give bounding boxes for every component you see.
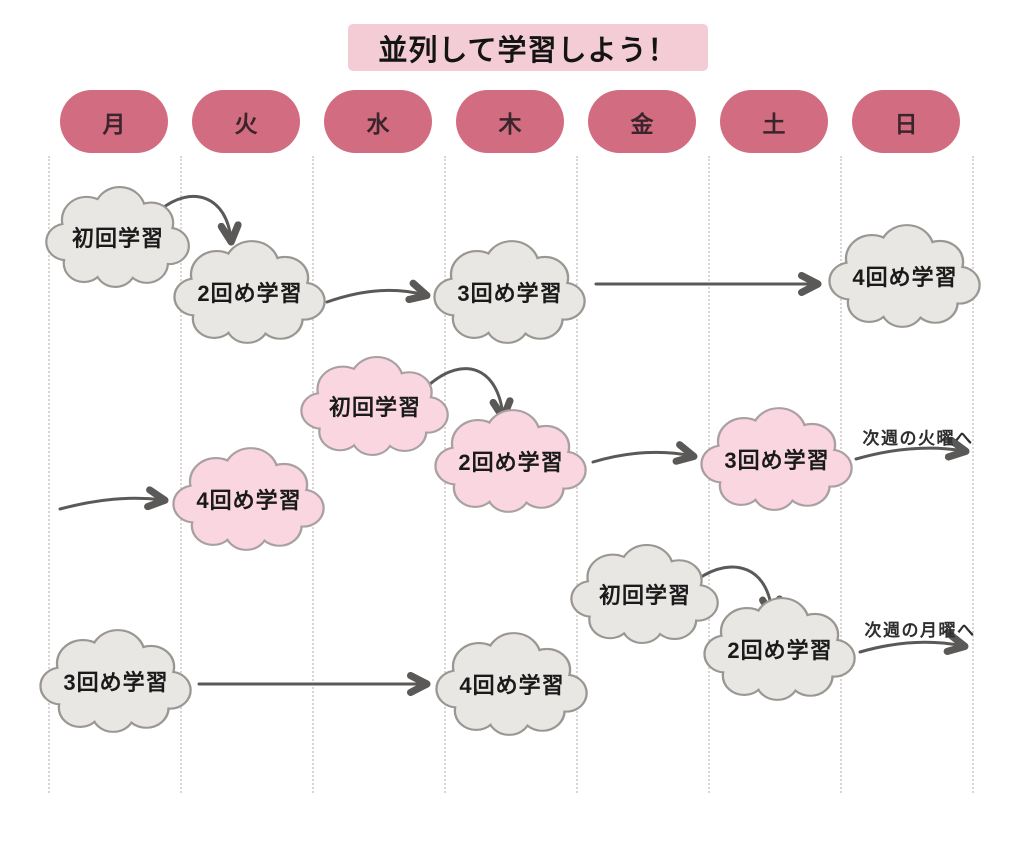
cloud-label: 初回学習: [328, 395, 421, 420]
cloud-label: 2回め学習: [727, 638, 833, 663]
column-divider: [972, 156, 974, 793]
cloud-label: 3回め学習: [457, 281, 563, 306]
day-header-wednesday: 水: [324, 90, 432, 153]
cloud-row3-study4: 4回め学習: [433, 630, 591, 738]
cloud-label: 4回め学習: [852, 265, 958, 290]
column-divider: [48, 156, 50, 793]
cloud-row2-study2: 2回め学習: [432, 407, 590, 515]
annotation-next-week-tuesday: 次週の火曜へ: [862, 429, 974, 448]
arrow-row2-to-next-tuesday: [854, 436, 970, 461]
cloud-row1-study1: 初回学習: [43, 184, 193, 290]
cloud-label: 4回め学習: [196, 488, 302, 513]
arrow-row3-to-next-monday: [858, 631, 969, 656]
cloud-label: 2回め学習: [458, 450, 564, 475]
annotation-next-week-monday: 次週の月曜へ: [864, 621, 976, 640]
day-header-sunday: 日: [852, 90, 960, 153]
arrow-row2-study2-to-study3: [591, 441, 698, 465]
cloud-row3-study1: 初回学習: [568, 542, 722, 646]
cloud-label: 初回学習: [598, 583, 691, 608]
day-header-saturday: 土: [720, 90, 828, 153]
cloud-label: 4回め学習: [459, 673, 565, 698]
cloud-label: 2回め学習: [197, 281, 303, 306]
cloud-row1-study3: 3回め学習: [431, 238, 589, 346]
column-divider: [312, 156, 314, 793]
day-header-monday: 月: [60, 90, 168, 153]
day-header-friday: 金: [588, 90, 696, 153]
cloud-row2-study3: 3回め学習: [698, 405, 856, 513]
cloud-row3-study2: 2回め学習: [701, 595, 859, 703]
cloud-row2-study1: 初回学習: [298, 354, 452, 458]
column-divider: [180, 156, 182, 793]
cloud-label: 初回学習: [71, 226, 164, 251]
cloud-label: 3回め学習: [63, 670, 169, 695]
cloud-row1-study4: 4回め学習: [826, 222, 984, 330]
cloud-row2-study4: 4回め学習: [170, 445, 328, 553]
page-title: 並列して学習しよう！: [348, 24, 708, 71]
cloud-label: 3回め学習: [724, 448, 830, 473]
cloud-row3-study3: 3回め学習: [37, 627, 195, 735]
arrow-row1-study2-to-study3: [325, 279, 431, 304]
day-header-thursday: 木: [456, 90, 564, 153]
day-header-tuesday: 火: [192, 90, 300, 153]
arrow-row2-from-previous-week: [58, 486, 169, 511]
cloud-row1-study2: 2回め学習: [171, 238, 329, 346]
